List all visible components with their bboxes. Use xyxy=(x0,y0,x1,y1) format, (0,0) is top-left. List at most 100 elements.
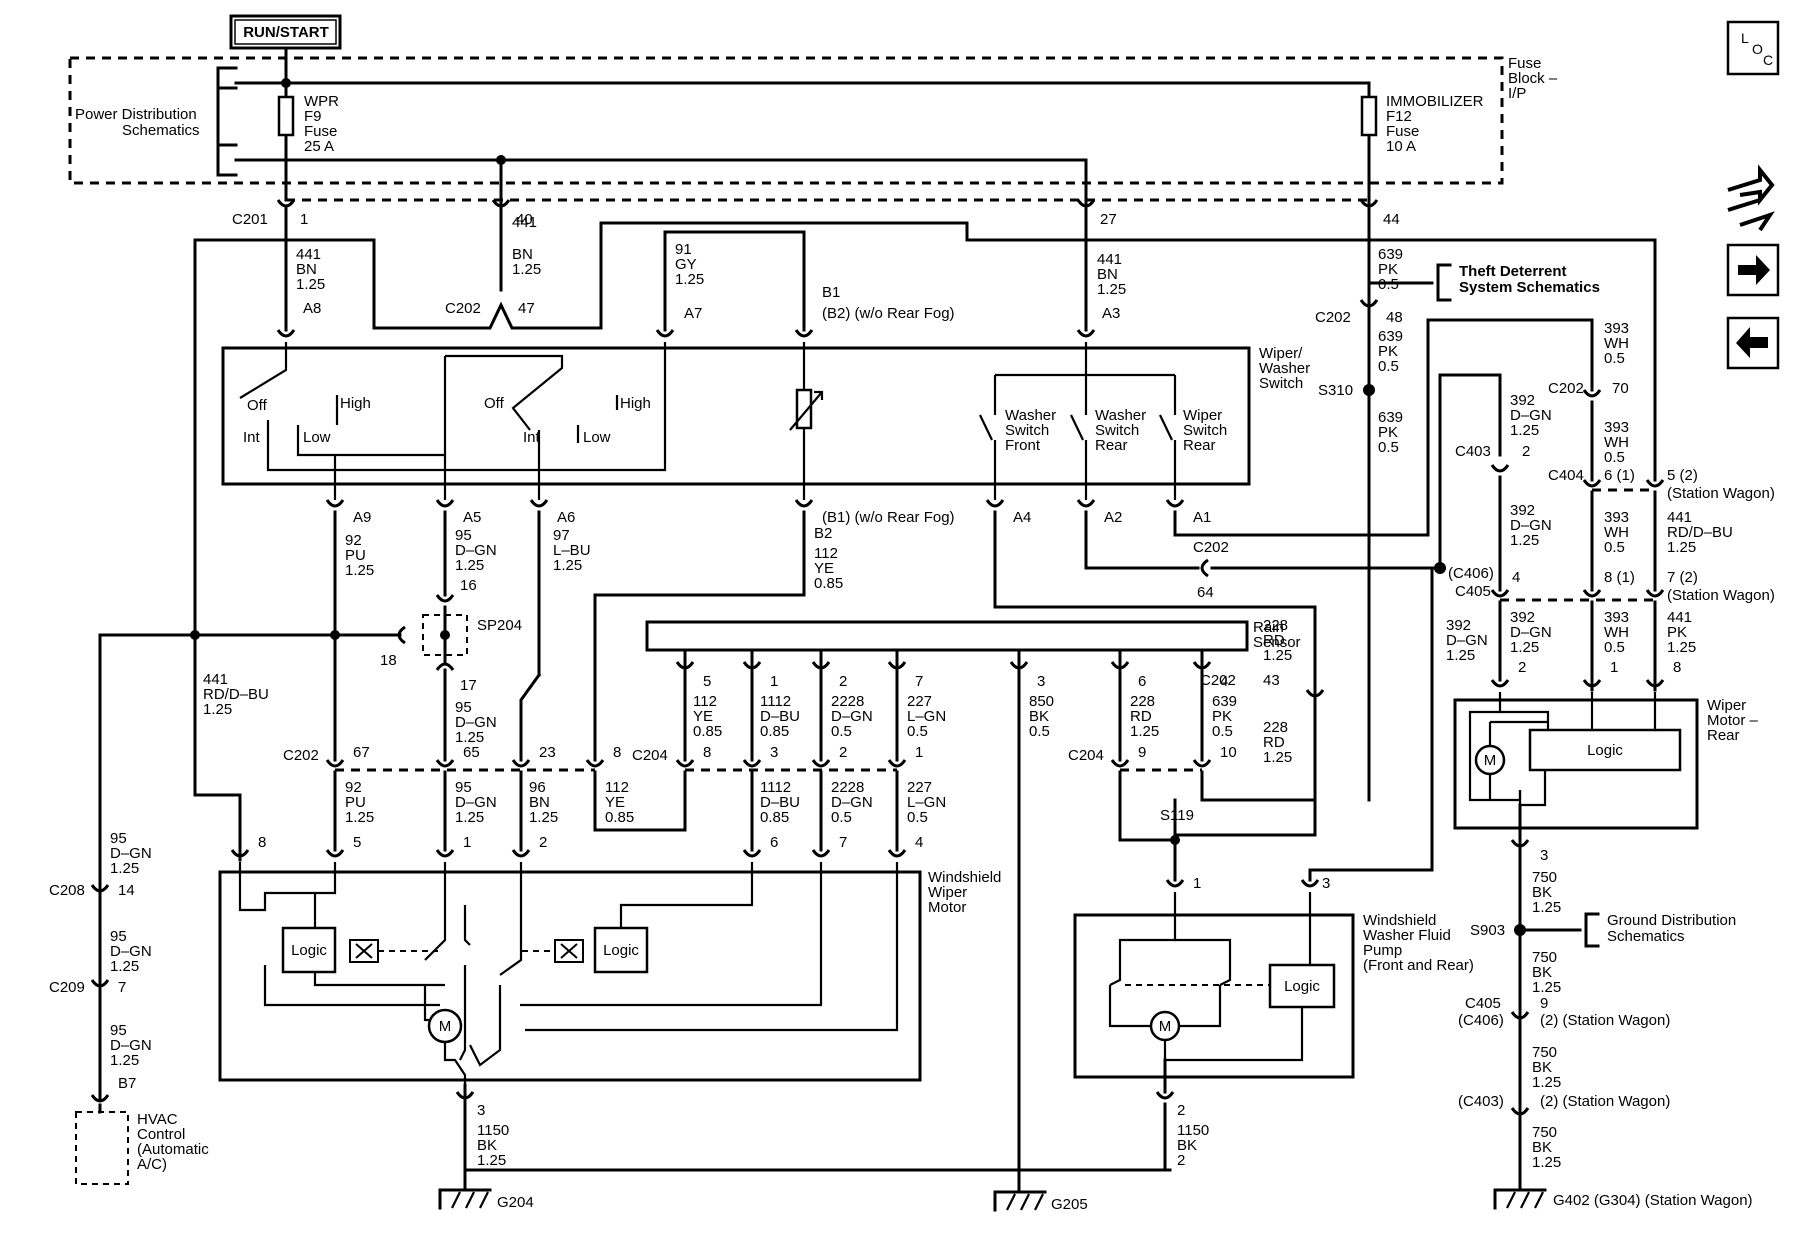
svg-text:WH: WH xyxy=(1604,524,1629,541)
svg-text:HVAC: HVAC xyxy=(137,1111,178,1128)
svg-text:A1: A1 xyxy=(1193,509,1211,526)
svg-text:B2: B2 xyxy=(814,525,832,542)
svg-text:D–GN: D–GN xyxy=(110,845,152,862)
svg-text:0.5: 0.5 xyxy=(907,723,928,740)
svg-text:393: 393 xyxy=(1604,509,1629,526)
svg-text:1: 1 xyxy=(915,744,923,761)
svg-text:2: 2 xyxy=(539,834,547,851)
svg-text:228: 228 xyxy=(1130,693,1155,710)
svg-text:1.25: 1.25 xyxy=(296,276,325,293)
svg-text:17: 17 xyxy=(460,677,477,694)
svg-text:1.25: 1.25 xyxy=(1263,749,1292,766)
svg-text:92: 92 xyxy=(345,532,362,549)
svg-text:1.25: 1.25 xyxy=(1510,639,1539,656)
svg-text:(2) (Station Wagon): (2) (Station Wagon) xyxy=(1540,1012,1670,1029)
svg-text:A9: A9 xyxy=(353,509,371,526)
c202-47-name: C202 xyxy=(445,300,481,317)
svg-text:A3: A3 xyxy=(1102,305,1120,322)
loc-icon[interactable]: L O C xyxy=(1726,20,1780,76)
svg-text:8 (1): 8 (1) xyxy=(1604,569,1635,586)
svg-text:9: 9 xyxy=(1138,744,1146,761)
svg-text:1.25: 1.25 xyxy=(1130,723,1159,740)
svg-text:1: 1 xyxy=(1610,659,1618,676)
svg-text:A/C): A/C) xyxy=(137,1156,167,1173)
svg-text:D–GN: D–GN xyxy=(110,1037,152,1054)
svg-text:D–GN: D–GN xyxy=(1446,632,1488,649)
svg-text:Fuse: Fuse xyxy=(1386,123,1419,140)
svg-text:1.25: 1.25 xyxy=(553,557,582,574)
svg-text:D–GN: D–GN xyxy=(1510,624,1552,641)
svg-text:PK: PK xyxy=(1378,424,1398,441)
svg-text:L–BU: L–BU xyxy=(553,542,591,559)
c202-47-pin: 47 xyxy=(518,300,535,317)
connector-swap-icon[interactable] xyxy=(1727,164,1775,232)
svg-text:10 A: 10 A xyxy=(1386,138,1416,155)
svg-text:C404: C404 xyxy=(1548,467,1584,484)
svg-text:Rear: Rear xyxy=(1183,437,1216,454)
svg-text:0.85: 0.85 xyxy=(760,723,789,740)
svg-text:639: 639 xyxy=(1378,409,1403,426)
svg-text:Switch: Switch xyxy=(1005,422,1049,439)
svg-text:PK: PK xyxy=(1667,624,1687,641)
svg-text:1.25: 1.25 xyxy=(1667,639,1696,656)
svg-text:Ground Distribution: Ground Distribution xyxy=(1607,912,1736,929)
svg-text:0.5: 0.5 xyxy=(907,809,928,826)
svg-text:L–GN: L–GN xyxy=(907,794,946,811)
svg-text:1.25: 1.25 xyxy=(1532,1074,1561,1091)
svg-text:Pump: Pump xyxy=(1363,942,1402,959)
svg-text:Motor: Motor xyxy=(928,899,966,916)
wiper-washer-switch-box xyxy=(221,346,1251,486)
svg-text:C405: C405 xyxy=(1455,583,1491,600)
svg-text:G205: G205 xyxy=(1051,1196,1088,1213)
svg-text:BN: BN xyxy=(296,261,317,278)
svg-text:393: 393 xyxy=(1604,320,1629,337)
svg-text:Off: Off xyxy=(484,395,505,412)
svg-text:441: 441 xyxy=(1667,509,1692,526)
svg-text:Low: Low xyxy=(583,429,611,446)
next-page-icon[interactable] xyxy=(1726,243,1780,297)
svg-text:L–GN: L–GN xyxy=(907,708,946,725)
svg-text:1.25: 1.25 xyxy=(455,557,484,574)
svg-text:(Front and Rear): (Front and Rear) xyxy=(1363,957,1474,974)
svg-text:227: 227 xyxy=(907,693,932,710)
svg-text:25 A: 25 A xyxy=(304,138,334,155)
svg-text:F9: F9 xyxy=(304,108,322,125)
svg-text:1.25: 1.25 xyxy=(1532,979,1561,996)
svg-text:639: 639 xyxy=(1378,246,1403,263)
svg-text:0.85: 0.85 xyxy=(605,809,634,826)
ground-g402: G402 (G304) (Station Wagon) xyxy=(1493,1188,1753,1210)
svg-text:Logic: Logic xyxy=(603,942,639,959)
svg-text:0.5: 0.5 xyxy=(1604,449,1625,466)
svg-text:PU: PU xyxy=(345,794,366,811)
svg-text:95: 95 xyxy=(110,1022,127,1039)
svg-text:393: 393 xyxy=(1604,609,1629,626)
svg-text:SP204: SP204 xyxy=(477,617,522,634)
svg-text:BK: BK xyxy=(1532,1139,1552,1156)
svg-text:639: 639 xyxy=(1378,328,1403,345)
svg-text:91: 91 xyxy=(675,241,692,258)
svg-text:18: 18 xyxy=(380,652,397,669)
svg-text:YE: YE xyxy=(814,560,834,577)
svg-text:WH: WH xyxy=(1604,434,1629,451)
svg-text:8: 8 xyxy=(258,834,266,851)
svg-text:D–GN: D–GN xyxy=(1510,517,1552,534)
svg-text:112: 112 xyxy=(693,693,717,710)
svg-text:393: 393 xyxy=(1604,419,1629,436)
svg-text:1.25: 1.25 xyxy=(110,1052,139,1069)
svg-text:(C406): (C406) xyxy=(1448,565,1494,582)
svg-text:95: 95 xyxy=(110,928,127,945)
svg-text:BK: BK xyxy=(1532,1059,1552,1076)
svg-text:Washer: Washer xyxy=(1095,407,1146,424)
svg-text:Logic: Logic xyxy=(1284,978,1320,995)
svg-text:65: 65 xyxy=(463,744,480,761)
fuse-block-label-1: Fuse xyxy=(1508,55,1541,72)
svg-text:6: 6 xyxy=(770,834,778,851)
svg-text:441: 441 xyxy=(1667,609,1692,626)
svg-text:D–GN: D–GN xyxy=(455,542,497,559)
fuse-wpr: WPR F9 Fuse 25 A xyxy=(277,81,339,202)
svg-text:Motor –: Motor – xyxy=(1707,712,1759,729)
prev-page-icon[interactable] xyxy=(1726,316,1780,370)
svg-text:0.85: 0.85 xyxy=(693,723,722,740)
svg-text:16: 16 xyxy=(460,577,477,594)
svg-text:0.5: 0.5 xyxy=(1604,350,1625,367)
